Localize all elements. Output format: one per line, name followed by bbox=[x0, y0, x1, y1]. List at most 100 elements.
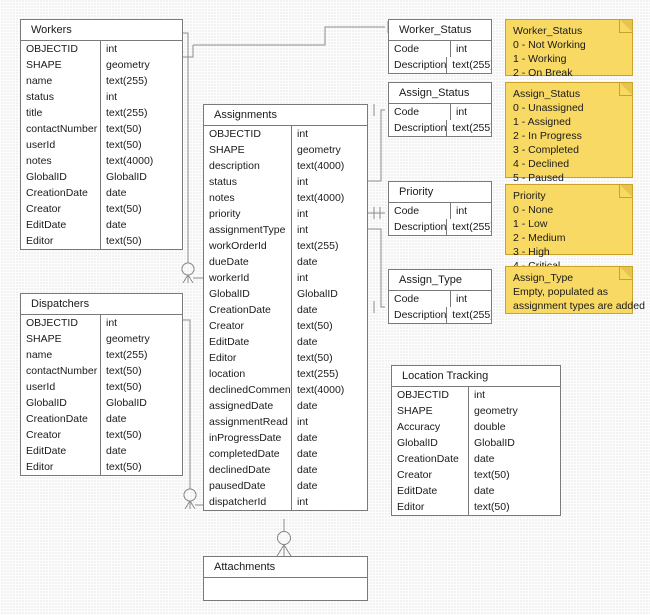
note-line: 0 - Not Working bbox=[513, 39, 586, 51]
attribute-type: text(4000) bbox=[297, 192, 345, 204]
connector-assignments-assign-status bbox=[368, 104, 385, 182]
connector-workers-assignments bbox=[181, 32, 203, 284]
note-title-assign-type: Assign_Type bbox=[513, 272, 574, 284]
attribute-name: declinedDate bbox=[204, 462, 292, 478]
attribute-name: Accuracy bbox=[392, 419, 469, 435]
entity-title-location-tracking: Location Tracking bbox=[392, 366, 560, 387]
attribute-name: EditDate bbox=[204, 334, 292, 350]
attribute-name: dueDate bbox=[204, 254, 292, 270]
attribute-name: Creator bbox=[204, 318, 292, 334]
attribute-type: int bbox=[456, 205, 468, 217]
attribute-name: status bbox=[21, 89, 101, 105]
attribute-name: contactNumber bbox=[21, 363, 101, 379]
entity-attachments[interactable]: Attachments bbox=[203, 556, 368, 601]
attribute-name: Code bbox=[389, 203, 451, 219]
attribute-name: workOrderId bbox=[204, 238, 292, 254]
attribute-name: Creator bbox=[21, 201, 101, 217]
attribute-type: text(50) bbox=[106, 235, 142, 247]
attribute-type: date bbox=[297, 480, 318, 492]
connector-assignments-attachments bbox=[276, 519, 292, 557]
attribute-type: int bbox=[106, 317, 118, 329]
attribute-name: GlobalID bbox=[21, 395, 101, 411]
note-fold-icon bbox=[619, 185, 632, 198]
connector-workers-worker-status bbox=[177, 21, 389, 63]
attribute-name: Description bbox=[389, 57, 448, 73]
attribute-type: date bbox=[297, 304, 318, 316]
attribute-type: text(255) bbox=[452, 221, 491, 233]
attribute-type: GlobalID bbox=[297, 288, 338, 300]
attribute-type: int bbox=[297, 416, 309, 428]
attribute-name: EditDate bbox=[392, 483, 469, 499]
attribute-type: int bbox=[474, 389, 486, 401]
attribute-row: EditDate date bbox=[392, 483, 560, 499]
attribute-name: OBJECTID bbox=[204, 126, 292, 142]
attribute-name: Code bbox=[389, 291, 451, 307]
attribute-name: declinedComment bbox=[204, 382, 292, 398]
attribute-type: GlobalID bbox=[106, 171, 147, 183]
note-line: assignment types are added bbox=[513, 300, 645, 312]
attribute-type: text(255) bbox=[297, 240, 339, 252]
attribute-name: OBJECTID bbox=[21, 41, 101, 57]
entity-title-priority: Priority bbox=[389, 182, 491, 203]
attribute-name: title bbox=[21, 105, 101, 121]
note-line: 3 - High bbox=[513, 246, 550, 258]
attribute-name: CreationDate bbox=[392, 451, 469, 467]
attribute-type: int bbox=[456, 293, 468, 305]
attribute-type: double bbox=[474, 421, 506, 433]
attribute-name: workerId bbox=[204, 270, 292, 286]
note-line: 1 - Assigned bbox=[513, 116, 571, 128]
attribute-name: SHAPE bbox=[21, 331, 101, 347]
attribute-name: Description bbox=[389, 219, 448, 235]
attribute-type: text(255) bbox=[452, 59, 491, 71]
attribute-type: text(50) bbox=[106, 429, 142, 441]
attribute-name: dispatcherId bbox=[204, 494, 292, 510]
entity-title-attachments: Attachments bbox=[204, 557, 367, 578]
attribute-type: text(50) bbox=[106, 139, 142, 151]
attribute-name: assignmentRead bbox=[204, 414, 292, 430]
attribute-name: Editor bbox=[204, 350, 292, 366]
attribute-type: date bbox=[474, 485, 495, 497]
attribute-name: Creator bbox=[21, 427, 101, 443]
note-line: 5 - Paused bbox=[513, 172, 564, 184]
note-fold-icon bbox=[619, 267, 632, 280]
attribute-type: GlobalID bbox=[474, 437, 515, 449]
attribute-type: date bbox=[474, 453, 495, 465]
attribute-type: int bbox=[106, 43, 118, 55]
attribute-type: geometry bbox=[106, 59, 150, 71]
